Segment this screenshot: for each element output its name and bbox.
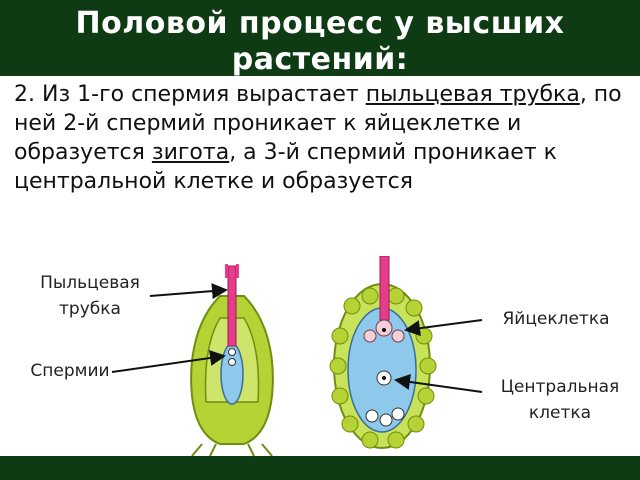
paragraph-part-2: , по ней 2-й спермий проникает к яйцекле… xyxy=(14,82,622,165)
label-sperms: Спермии xyxy=(30,361,109,381)
fertilization-figure: Пыльцевая трубка Спермии xyxy=(20,255,640,457)
left-ovule xyxy=(190,264,274,457)
paragraph-part-1: 2. Из 1-го спермия вырастает xyxy=(14,82,366,107)
label-central-cell-2: клетка xyxy=(529,403,591,423)
slide-paragraph: 2. Из 1-го спермия вырастает пыльцевая т… xyxy=(14,80,634,196)
term-zygote: зигота xyxy=(151,140,230,165)
label-egg-cell: Яйцеклетка xyxy=(502,309,609,329)
right-embryo-sac xyxy=(329,255,437,449)
label-pollen-tube-1: Пыльцевая xyxy=(40,273,140,293)
label-pollen-tube-2: трубка xyxy=(59,299,121,319)
label-central-cell-1: Центральная xyxy=(501,377,620,397)
term-pollen-tube: пыльцевая трубка xyxy=(365,82,580,107)
slide-title: Половой процесс у высших растений: xyxy=(75,6,565,77)
paragraph-part-3: , а 3-й спермий проникает к центральной … xyxy=(14,140,557,194)
fertilization-diagram: Пыльцевая трубка Спермии xyxy=(30,255,620,457)
